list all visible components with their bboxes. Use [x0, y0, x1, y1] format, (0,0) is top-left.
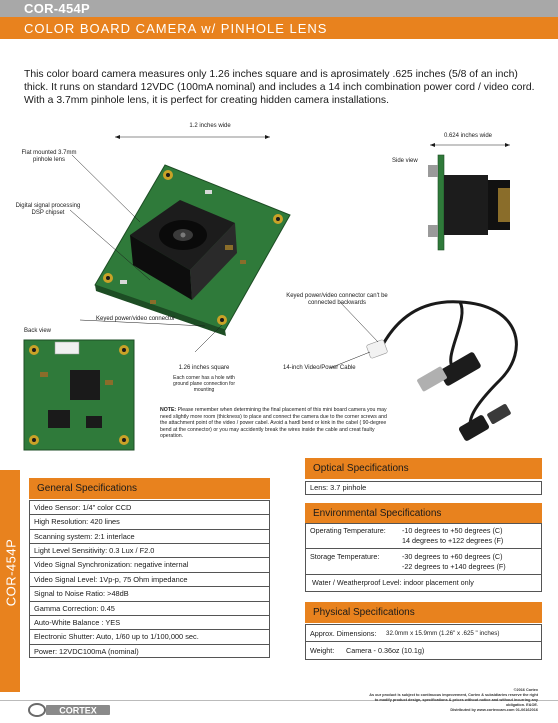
logo-text: CORTEX [59, 706, 97, 716]
connector-label: Keyed power/video connector [96, 316, 176, 322]
general-spec-row: Video Signal Level: 1Vp-p, 75 Ohm impeda… [30, 573, 269, 588]
operating-temp-c: -10 degrees to +50 degrees (C) [402, 526, 503, 535]
note-prefix: NOTE: [160, 407, 177, 413]
environmental-specs-table: Operating Temperature: -10 degrees to +5… [305, 523, 542, 592]
general-spec-row: Auto-White Balance : YES [30, 616, 269, 631]
width-label: 1.2 inches wide [189, 123, 231, 129]
phys-divider [306, 641, 541, 642]
operating-temp-f: 14 degrees to +122 degrees (F) [402, 536, 504, 545]
cortex-logo: CORTEX [28, 703, 110, 717]
distributor: Distributed by www.cortexcam.com 01-0616… [450, 708, 538, 712]
weight-value: Camera - 0.36oz (10.1g) [346, 646, 425, 655]
side-width-label: 0.624 inches wide [443, 133, 493, 139]
storage-temp-label: Storage Temperature: [310, 552, 380, 561]
side-view-label: Side view [392, 158, 418, 164]
storage-temp-f: -22 degrees to +140 degrees (F) [402, 562, 506, 571]
dimensions-value: 32.0mm x 15.9mm (1.26" x .625 " inches) [386, 630, 500, 637]
side-tab: COR-454P [0, 470, 20, 692]
copyright: ©2016 Cortex [513, 688, 538, 692]
physical-specs-table: Approx. Dimensions: 32.0mm x 15.9mm (1.2… [305, 624, 542, 660]
general-specs-heading: General Specifications [29, 478, 270, 499]
square-label: 1.26 inches square [178, 365, 230, 371]
general-spec-row: Video Signal Synchronization: negative i… [30, 558, 269, 573]
camera-side-view [428, 154, 510, 251]
lens-spec: Lens: 3.7 pinhole [310, 483, 367, 492]
top-bar: COR-454P [0, 0, 558, 17]
operating-temp-label: Operating Temperature: [310, 526, 386, 535]
placement-note: NOTE: Please remember when determining t… [160, 407, 390, 440]
env-divider [306, 574, 541, 575]
physical-specs-heading: Physical Specifications [305, 602, 542, 623]
env-divider [306, 548, 541, 549]
camera-board-front [94, 164, 291, 336]
environmental-specs-heading: Environmental Specifications [305, 503, 542, 524]
product-diagram: 1.2 inches wide 0.624 inches wide Side v… [0, 120, 558, 460]
general-spec-row: Signal to Noise Ratio: >48dB [30, 587, 269, 602]
general-spec-row: Scanning system: 2:1 interlace [30, 530, 269, 545]
note-text: Please remember when determining the fin… [160, 407, 387, 440]
power-video-cable [366, 300, 518, 441]
corner-label: Each corner has a hole with ground plane… [173, 375, 235, 393]
general-spec-row: Gamma Correction: 0.45 [30, 602, 269, 616]
title-bar: COLOR BOARD CAMERA w/ PINHOLE LENS [0, 17, 558, 39]
legal-notice: ©2016 Cortex As our product is subject t… [368, 688, 538, 713]
weatherproof-level: Water / Weatherproof Level: indoor place… [312, 578, 474, 587]
optical-specs-table: Lens: 3.7 pinhole [305, 481, 542, 495]
weight-label: Weight: [310, 646, 335, 655]
side-tab-model: COR-454P [3, 538, 19, 607]
footer-divider [0, 700, 558, 701]
diagram-illustration [23, 135, 518, 451]
disclaimer: As our product is subject to continuous … [369, 693, 538, 707]
optical-specs-heading: Optical Specifications [305, 458, 542, 479]
general-spec-row: Electronic Shutter: Auto, 1/60 up to 1/1… [30, 630, 269, 645]
lens-label: Flat mounted 3.7mm pinhole lens [21, 150, 77, 163]
general-spec-row: Power: 12VDC100mA (nominal) [34, 646, 139, 656]
keyed-connector-label: Keyed power/video connector can't be con… [286, 293, 388, 306]
camera-back-view [23, 339, 135, 451]
model-number: COR-454P [24, 1, 90, 16]
dimensions-label: Approx. Dimensions: [310, 629, 377, 638]
general-spec-row: Light Level Sensitivity: 0.3 Lux / F2.0 [30, 544, 269, 559]
cable-label: 14-inch Video/Power Cable [283, 365, 356, 371]
back-view-label: Back view [24, 328, 52, 334]
general-spec-row: Video Sensor: 1/4" color CCD [30, 501, 269, 516]
dsp-label: Digital signal processing DSP chipset [15, 203, 81, 216]
intro-paragraph: This color board camera measures only 1.… [24, 69, 535, 106]
general-spec-row: High Resolution: 420 lines [30, 515, 269, 530]
storage-temp-c: -30 degrees to +60 degrees (C) [402, 552, 503, 561]
page-title: COLOR BOARD CAMERA w/ PINHOLE LENS [24, 21, 328, 36]
